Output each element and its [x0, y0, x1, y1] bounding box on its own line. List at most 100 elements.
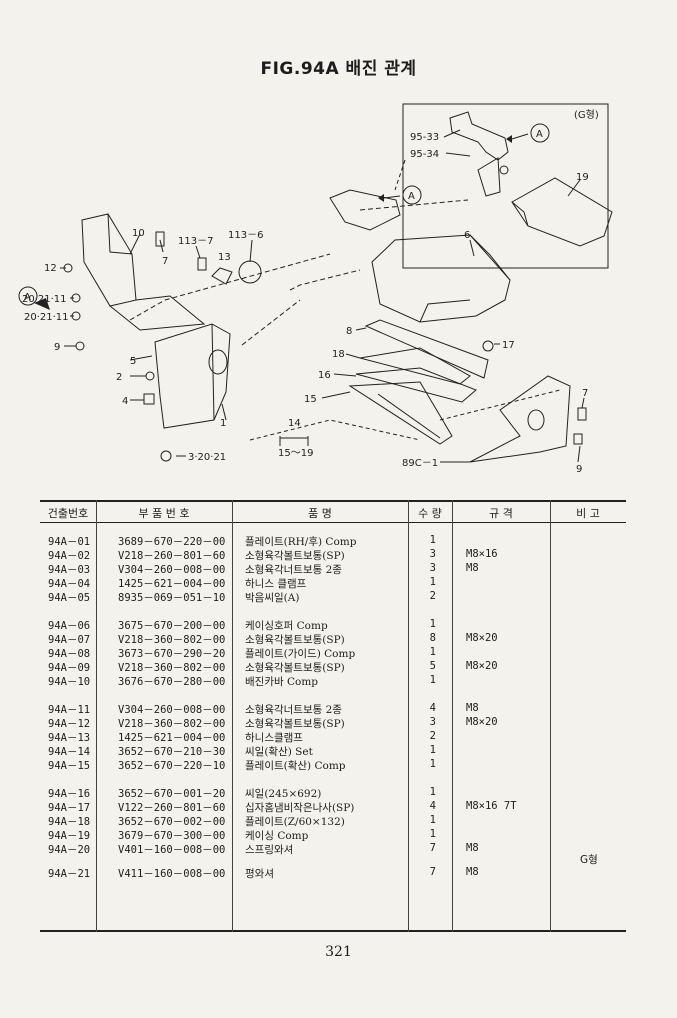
inset-marker-a: A	[536, 129, 543, 140]
plate-18	[359, 347, 471, 385]
cell-qty: 1	[429, 758, 436, 770]
diagram-marker-circle	[402, 185, 422, 205]
callout-7a: 7	[162, 256, 168, 267]
callout-113-7: 113－7	[178, 236, 213, 247]
cell-qty: 4	[429, 800, 436, 812]
guide-plate	[364, 319, 489, 379]
cell-part-no: V304－260－008－00	[118, 704, 226, 716]
cell-part-no: 3676－670－280－00	[118, 676, 226, 688]
bolt-113-7	[197, 257, 207, 271]
cell-no: 94A－09	[48, 662, 91, 674]
cell-qty: 5	[429, 660, 436, 672]
cell-spec: M8×20	[466, 716, 498, 728]
cell-part-no: V122－260－801－60	[118, 802, 226, 814]
rear-plate-hole	[208, 349, 228, 375]
cell-no: 94A－02	[48, 550, 91, 562]
cell-name: 플레이트(RH/후) Comp	[245, 536, 357, 548]
cell-part-no: 3673－670－290－20	[118, 648, 226, 660]
cell-spec: M8	[466, 562, 479, 574]
cell-no: 94A－14	[48, 746, 91, 758]
header-no: 건출번호	[47, 507, 89, 520]
cell-qty: 1	[429, 618, 436, 630]
bolt-95-34	[499, 165, 509, 175]
inset-bracket	[449, 111, 509, 161]
exploded-parts-diagram: 10 7 113－7 113－6 13 12 20·21·11 20·21·11…	[18, 103, 613, 475]
cell-no: 94A－11	[48, 704, 91, 716]
cell-part-no: 3675－670－200－00	[118, 620, 226, 632]
cell-no: 94A－07	[48, 634, 91, 646]
callout-9b: 9	[576, 464, 582, 475]
cell-qty: 1	[429, 744, 436, 756]
plate-15	[348, 381, 453, 445]
cell-part-no: V218－360－802－00	[118, 662, 226, 674]
cell-no: 94A－17	[48, 802, 91, 814]
cell-qty: 1	[429, 814, 436, 826]
cell-name: 소형육각볼트보통(SP)	[245, 718, 345, 730]
cell-qty: 3	[429, 562, 436, 574]
callout-20-21-11a: 20·21·11	[22, 294, 67, 305]
cell-spec: M8×20	[466, 660, 498, 672]
cell-no: 94A－12	[48, 718, 91, 730]
cell-qty: 8	[429, 632, 436, 644]
callout-4: 4	[122, 396, 128, 407]
cell-part-no: 3652－670－220－10	[118, 760, 226, 772]
header-part-no: 부 품 번 호	[138, 507, 190, 520]
page-title: FIG.94A 배진 관계	[260, 59, 417, 79]
callout-12: 12	[44, 263, 57, 274]
cell-qty: 2	[429, 590, 436, 602]
cell-part-no: V304－260－008－00	[118, 564, 226, 576]
header-name: 품 명	[308, 507, 332, 520]
cell-name: 박음씨일(A)	[245, 592, 300, 604]
cell-part-no: 3689－670－220－00	[118, 536, 226, 548]
cell-no: 94A－19	[48, 830, 91, 842]
cell-no: 94A－01	[48, 536, 91, 548]
left-marker-a: A	[24, 292, 31, 303]
callout-16: 16	[318, 370, 331, 381]
cell-spec: M8	[466, 842, 479, 854]
header-note: 비 고	[576, 507, 600, 520]
cell-part-no: 3679－670－300－00	[118, 830, 226, 842]
hopper-casing	[371, 234, 511, 323]
cell-qty: 1	[429, 828, 436, 840]
bolt-17	[482, 340, 494, 352]
cell-name: 소형육각볼트보통(SP)	[245, 634, 345, 646]
cell-spec: M8×16 7T	[466, 800, 517, 812]
cell-no: 94A－21	[48, 868, 91, 880]
table-row: G형	[40, 852, 626, 866]
cell-qty: 1	[429, 674, 436, 686]
callout-95-34: 95-34	[410, 149, 439, 160]
inset-casing	[511, 177, 613, 247]
inset-marker-circle	[530, 123, 550, 143]
callout-113-6: 113－6	[228, 230, 263, 241]
bolt-9b	[573, 433, 583, 445]
callout-20-21-11b: 20·21·11	[24, 312, 69, 323]
cell-name: 케이싱 Comp	[245, 830, 309, 842]
page-number: 321	[325, 944, 352, 960]
cell-no: 94A－15	[48, 760, 91, 772]
cell-qty: 7	[429, 842, 436, 854]
seal-disc	[238, 260, 262, 284]
cell-no: 94A－06	[48, 620, 91, 632]
callout-10: 10	[132, 228, 145, 239]
cell-name: 하니스클램프	[245, 732, 303, 744]
cell-spec: M8×20	[466, 632, 498, 644]
cell-name: 배진카바 Comp	[245, 676, 319, 688]
callout-2: 2	[116, 372, 122, 383]
cell-part-no: V401－160－008－00	[118, 844, 226, 856]
cell-part-no: V411－160－008－00	[118, 868, 226, 880]
cell-name: 플레이트(가이드) Comp	[245, 648, 356, 660]
callout-9a: 9	[54, 342, 60, 353]
cell-qty: 3	[429, 548, 436, 560]
cell-no: 94A－20	[48, 844, 91, 856]
